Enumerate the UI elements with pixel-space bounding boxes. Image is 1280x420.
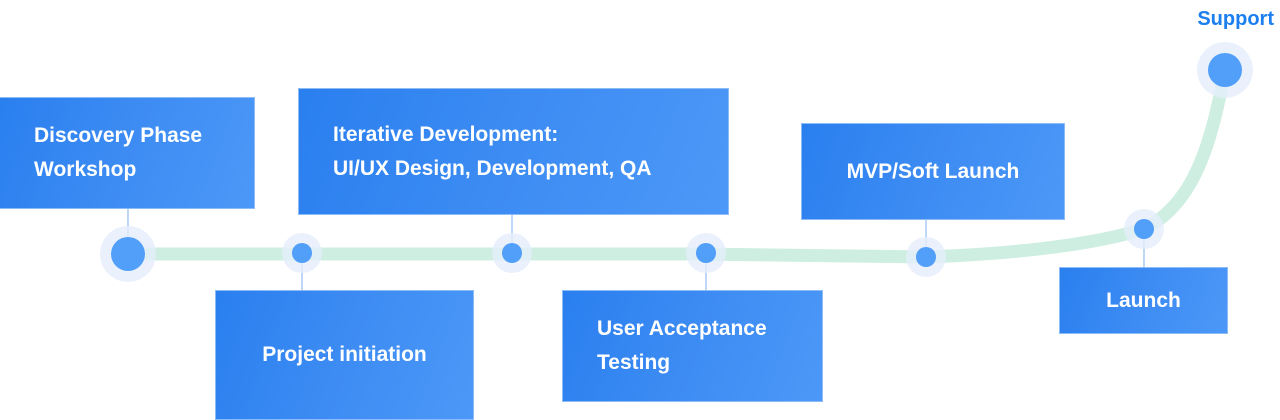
node-initiation [292,243,312,263]
step-label-mvp: MVP/Soft Launch [846,159,1020,183]
step-box-launch: Launch [1059,267,1228,334]
node-uat [696,243,716,263]
step-box-uat: User Acceptance Testing [562,290,823,402]
step-box-mvp: MVP/Soft Launch [801,123,1065,220]
node-support [1208,53,1242,87]
step-label-uat: User Acceptance Testing [597,317,767,374]
node-iterative [502,243,522,263]
step-label-support: Support [1197,8,1274,30]
node-discovery [111,237,145,271]
node-launch [1134,219,1154,239]
step-label-initiation: Project initiation [262,343,427,366]
node-mvp [916,247,936,267]
step-box-initiation: Project initiation [215,290,474,420]
step-label-discovery: Discovery Phase Workshop [34,124,203,181]
step-box-discovery: Discovery Phase Workshop [0,97,255,209]
step-box-iterative: Iterative Development: UI/UX Design, Dev… [298,88,729,215]
step-label-launch: Launch [1106,288,1181,312]
step-label-iterative: Iterative Development: UI/UX Design, Dev… [333,122,652,180]
